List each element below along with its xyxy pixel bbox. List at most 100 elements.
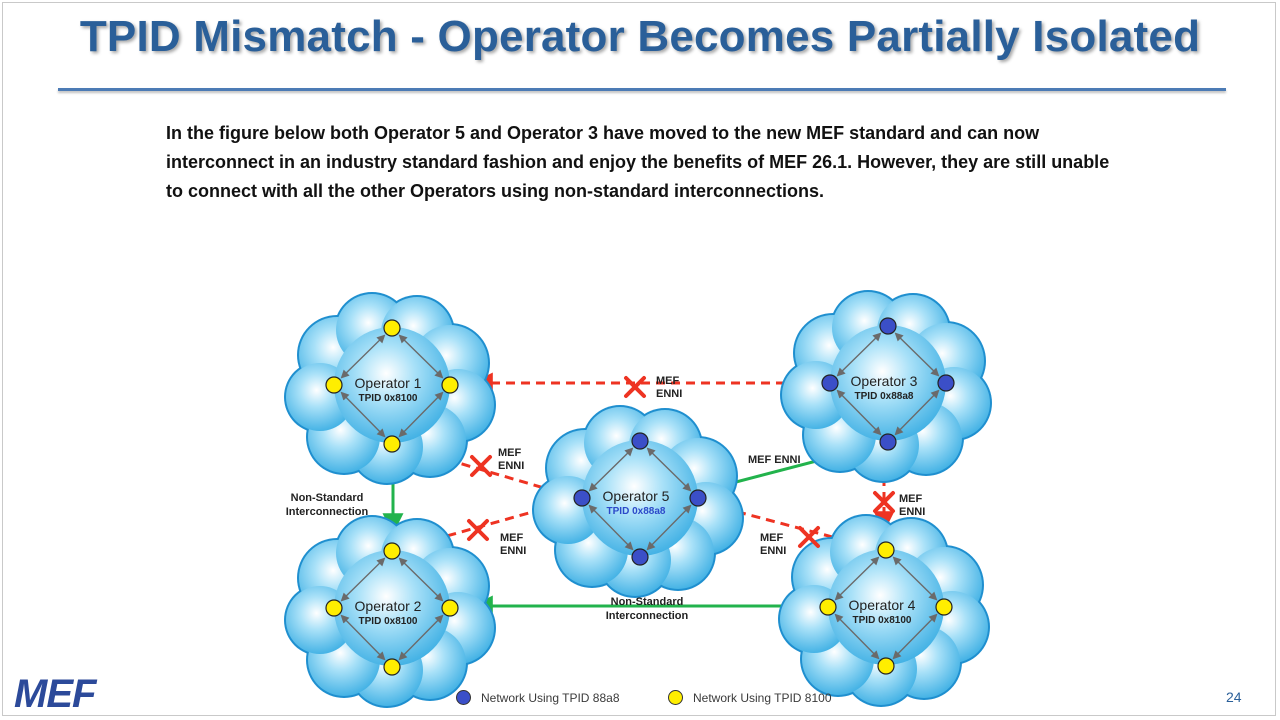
internal-link [892, 556, 938, 601]
legend-dot-yellow [668, 690, 683, 705]
internal-link [398, 391, 444, 438]
link-label-line: Interconnection [606, 610, 689, 622]
network-node-left [573, 489, 591, 507]
internal-link [398, 614, 444, 661]
internal-link [588, 504, 634, 551]
link-label-line: Interconnection [286, 506, 369, 518]
network-node-right [441, 376, 459, 394]
link-label-op5-op3: MEF ENNI [748, 454, 801, 466]
legend-item-88a8: Network Using TPID 88a8 [456, 690, 620, 705]
internal-link [894, 332, 940, 377]
link-label-line: MEF [760, 532, 784, 544]
link-label-line: MEF [498, 447, 522, 459]
broken-x-stroke [798, 526, 820, 548]
cloud-operator-name: Operator 3 [851, 373, 918, 389]
cloud-tpid-label: TPID 0x8100 [853, 615, 912, 626]
network-node-left [819, 598, 837, 616]
link-label-line: ENNI [500, 545, 526, 557]
internal-link [340, 391, 386, 438]
internal-link [340, 557, 386, 602]
cloud-operator-name: Operator 5 [603, 488, 670, 504]
broken-x-icon [624, 376, 646, 398]
link-label-line: MEF [656, 375, 680, 387]
network-node-top [383, 542, 401, 560]
link-label-line: MEF [500, 532, 524, 544]
slide-title: TPID Mismatch - Operator Becomes Partial… [79, 12, 1201, 61]
cloud-op5: Operator 5 TPID 0x88a8 [532, 405, 744, 598]
legend-dot-blue [456, 690, 471, 705]
link-label-line: ENNI [760, 545, 786, 557]
cloud-operator-name: Operator 1 [355, 375, 422, 391]
link-label-line: ENNI [899, 506, 925, 518]
internal-link [834, 613, 880, 660]
link-label-line: MEF [899, 493, 923, 505]
cloud-op2: Operator 2 TPID 0x8100 [284, 515, 496, 708]
link-label-line: Non-Standard [611, 596, 684, 608]
network-node-right [441, 599, 459, 617]
network-node-right [689, 489, 707, 507]
broken-x-icon [873, 491, 895, 513]
title-divider [58, 88, 1226, 91]
link-label-line: ENNI [498, 460, 524, 472]
internal-link [892, 613, 938, 660]
network-node-right [937, 374, 955, 392]
network-node-top [383, 319, 401, 337]
network-node-left [325, 599, 343, 617]
network-node-top [879, 317, 897, 335]
internal-link [398, 334, 444, 379]
broken-x-stroke [873, 491, 895, 513]
slide-body-text: In the figure below both Operator 5 and … [166, 123, 1110, 201]
internal-link [836, 332, 882, 377]
broken-x-icon [798, 526, 820, 548]
network-node-left [325, 376, 343, 394]
cloud-op3: Operator 3 TPID 0x88a8 [780, 290, 992, 483]
internal-link [646, 447, 692, 492]
internal-link [834, 556, 880, 601]
cloud-operator-name: Operator 2 [355, 598, 422, 614]
cloud-tpid-label: TPID 0x8100 [359, 393, 418, 404]
network-node-left [821, 374, 839, 392]
network-node-bottom [383, 658, 401, 676]
cloud-op1: Operator 1 TPID 0x8100 [284, 292, 496, 485]
broken-x-stroke [467, 519, 489, 541]
page-number: 24 [1226, 689, 1242, 705]
legend-label: Network Using TPID 88a8 [481, 690, 620, 705]
legend-label: Network Using TPID 8100 [693, 690, 832, 705]
cloud-op4: Operator 4 TPID 0x8100 [778, 514, 990, 707]
cloud-shape [780, 290, 992, 483]
cloud-tpid-label: TPID 0x88a8 [607, 506, 666, 517]
link-label-line: Non-Standard [291, 492, 364, 504]
internal-link [398, 557, 444, 602]
cloud-tpid-label: TPID 0x88a8 [855, 391, 914, 402]
internal-link [836, 389, 882, 436]
cloud-operator-name: Operator 4 [849, 597, 916, 613]
broken-x-icon [470, 455, 492, 477]
network-node-bottom [877, 657, 895, 675]
network-node-top [877, 541, 895, 559]
legend-item-8100: Network Using TPID 8100 [668, 690, 832, 705]
broken-x-stroke [624, 376, 646, 398]
internal-link [340, 614, 386, 661]
internal-link [340, 334, 386, 379]
network-node-bottom [383, 435, 401, 453]
internal-link [588, 447, 634, 492]
cloud-tpid-label: TPID 0x8100 [359, 616, 418, 627]
mef-logo: MEF [14, 672, 96, 716]
network-node-bottom [879, 433, 897, 451]
broken-x-stroke [470, 455, 492, 477]
network-node-bottom [631, 548, 649, 566]
link-label-line: MEF ENNI [748, 454, 801, 466]
link-label-line: ENNI [656, 388, 682, 400]
network-node-right [935, 598, 953, 616]
